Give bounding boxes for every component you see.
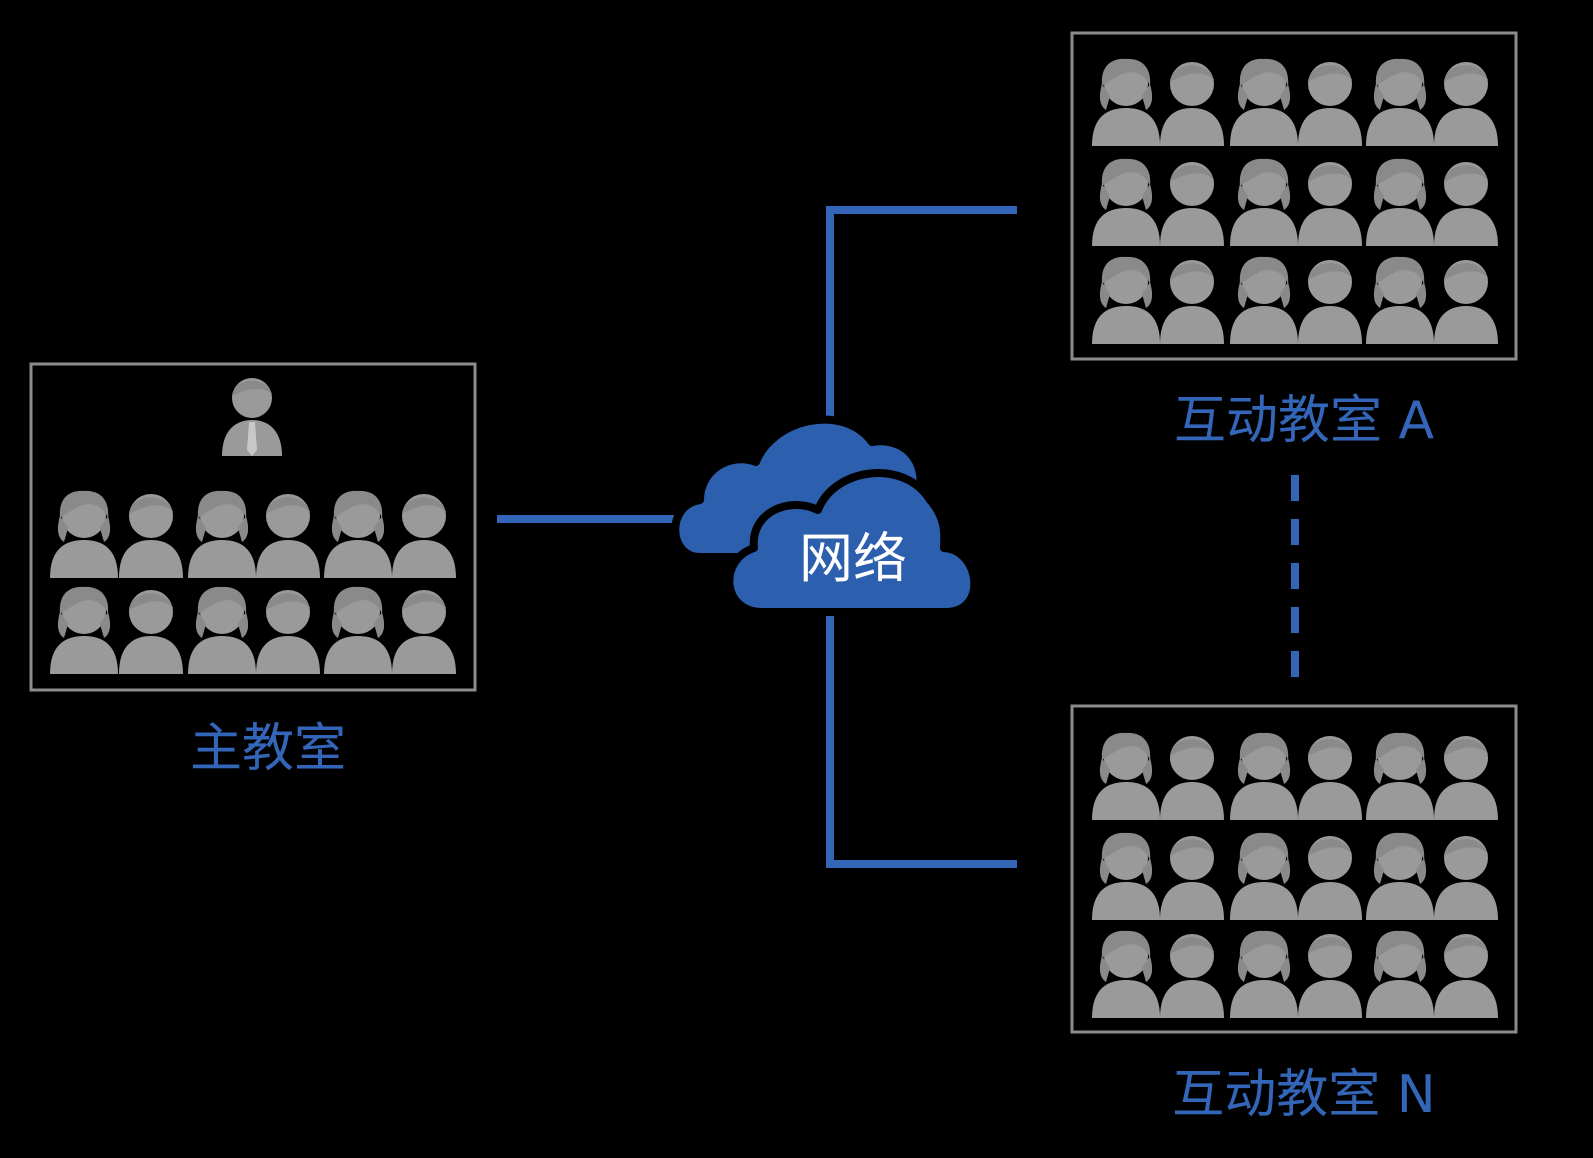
student-icon	[50, 586, 118, 674]
student-icon	[1092, 58, 1160, 146]
student-icon	[1160, 260, 1224, 344]
student-icon	[1298, 934, 1362, 1018]
classroom-a-students	[1092, 58, 1498, 344]
student-icon	[1160, 162, 1224, 246]
student-icon	[188, 586, 256, 674]
student-icon	[324, 490, 392, 578]
student-icon	[1366, 732, 1434, 820]
student-icon	[1434, 260, 1498, 344]
student-icon	[1092, 732, 1160, 820]
classroom-n-students	[1092, 732, 1498, 1018]
student-icon	[1092, 256, 1160, 344]
student-icon	[392, 494, 456, 578]
student-icon	[256, 590, 320, 674]
student-icon	[1092, 158, 1160, 246]
main-classroom-box	[29, 362, 477, 692]
student-icon	[119, 494, 183, 578]
student-icon	[1298, 162, 1362, 246]
cloud-icon	[671, 415, 979, 616]
student-icon	[1366, 58, 1434, 146]
student-icon	[256, 494, 320, 578]
student-icon	[1230, 930, 1298, 1018]
classroom-n-box	[1070, 704, 1518, 1034]
student-icon	[324, 586, 392, 674]
student-icon	[1230, 832, 1298, 920]
student-icon	[1298, 736, 1362, 820]
main-classroom-students	[50, 490, 456, 674]
teacher-icon	[222, 378, 282, 456]
network-label: 网络	[799, 527, 907, 590]
student-icon	[119, 590, 183, 674]
student-icon	[1366, 832, 1434, 920]
student-icon	[1160, 736, 1224, 820]
student-icon	[1160, 934, 1224, 1018]
classroom-a-box	[1070, 31, 1518, 361]
student-icon	[1434, 736, 1498, 820]
student-icon	[1298, 836, 1362, 920]
student-icon	[188, 490, 256, 578]
student-icon	[1366, 930, 1434, 1018]
student-icon	[1160, 62, 1224, 146]
student-icon	[1298, 260, 1362, 344]
connector-line-n	[826, 612, 1017, 868]
student-icon	[1092, 832, 1160, 920]
student-icon	[1366, 158, 1434, 246]
student-icon	[1298, 62, 1362, 146]
student-icon	[50, 490, 118, 578]
student-icon	[392, 590, 456, 674]
student-icon	[1434, 162, 1498, 246]
student-icon	[1434, 934, 1498, 1018]
student-icon	[1230, 158, 1298, 246]
classroom-n-label: 互动教室 N	[1172, 1065, 1435, 1125]
student-icon	[1230, 256, 1298, 344]
classroom-a-label: 互动教室 A	[1174, 391, 1435, 451]
student-icon	[1230, 58, 1298, 146]
student-icon	[1366, 256, 1434, 344]
student-icon	[1160, 836, 1224, 920]
student-icon	[1092, 930, 1160, 1018]
student-icon	[1230, 732, 1298, 820]
student-icon	[1434, 836, 1498, 920]
connector-line-a	[826, 206, 1017, 420]
student-icon	[1434, 62, 1498, 146]
main-classroom-label: 主教室	[190, 719, 346, 779]
